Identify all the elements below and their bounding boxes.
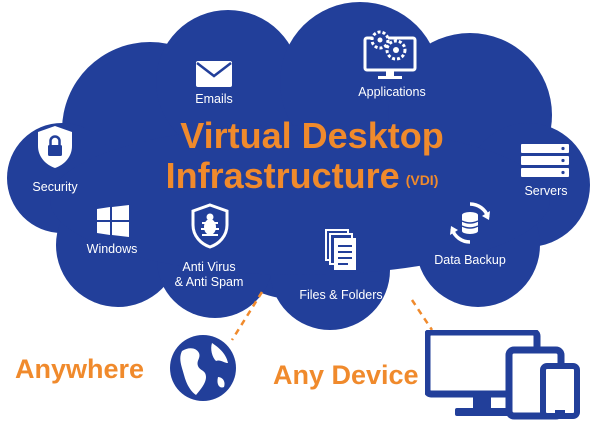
emails-label: Emails — [195, 92, 233, 106]
server-rack-icon — [521, 144, 569, 177]
database-backup-icon — [450, 202, 490, 244]
globe-icon — [170, 335, 236, 401]
title-line-1: Virtual Desktop — [180, 115, 444, 156]
devices-icon — [425, 330, 580, 420]
envelope-icon — [196, 61, 232, 87]
title-line-2-text: Infrastructure — [165, 155, 400, 196]
servers-label: Servers — [524, 184, 568, 198]
shield-bug-icon — [191, 203, 229, 249]
antivirus-label-2: & Anti Spam — [174, 275, 244, 289]
windows-label: Windows — [86, 242, 138, 256]
documents-icon — [325, 229, 356, 270]
title-line-2: Infrastructure (VDI) — [166, 158, 439, 194]
shield-lock-icon — [38, 126, 72, 168]
connector-anywhere — [230, 291, 264, 341]
security-label: Security — [32, 180, 78, 194]
title-suffix: (VDI) — [405, 172, 439, 188]
connector-any-device — [410, 299, 434, 331]
monitor-gears-icon — [363, 30, 417, 79]
any-device-label: Any Device — [273, 360, 419, 390]
data-backup-label: Data Backup — [434, 253, 506, 267]
files-folders-label: Files & Folders — [299, 288, 383, 302]
applications-label: Applications — [358, 85, 426, 99]
antivirus-label-1: Anti Virus — [182, 260, 236, 274]
anywhere-label: Anywhere — [15, 354, 145, 384]
windows-logo-icon — [97, 205, 129, 237]
